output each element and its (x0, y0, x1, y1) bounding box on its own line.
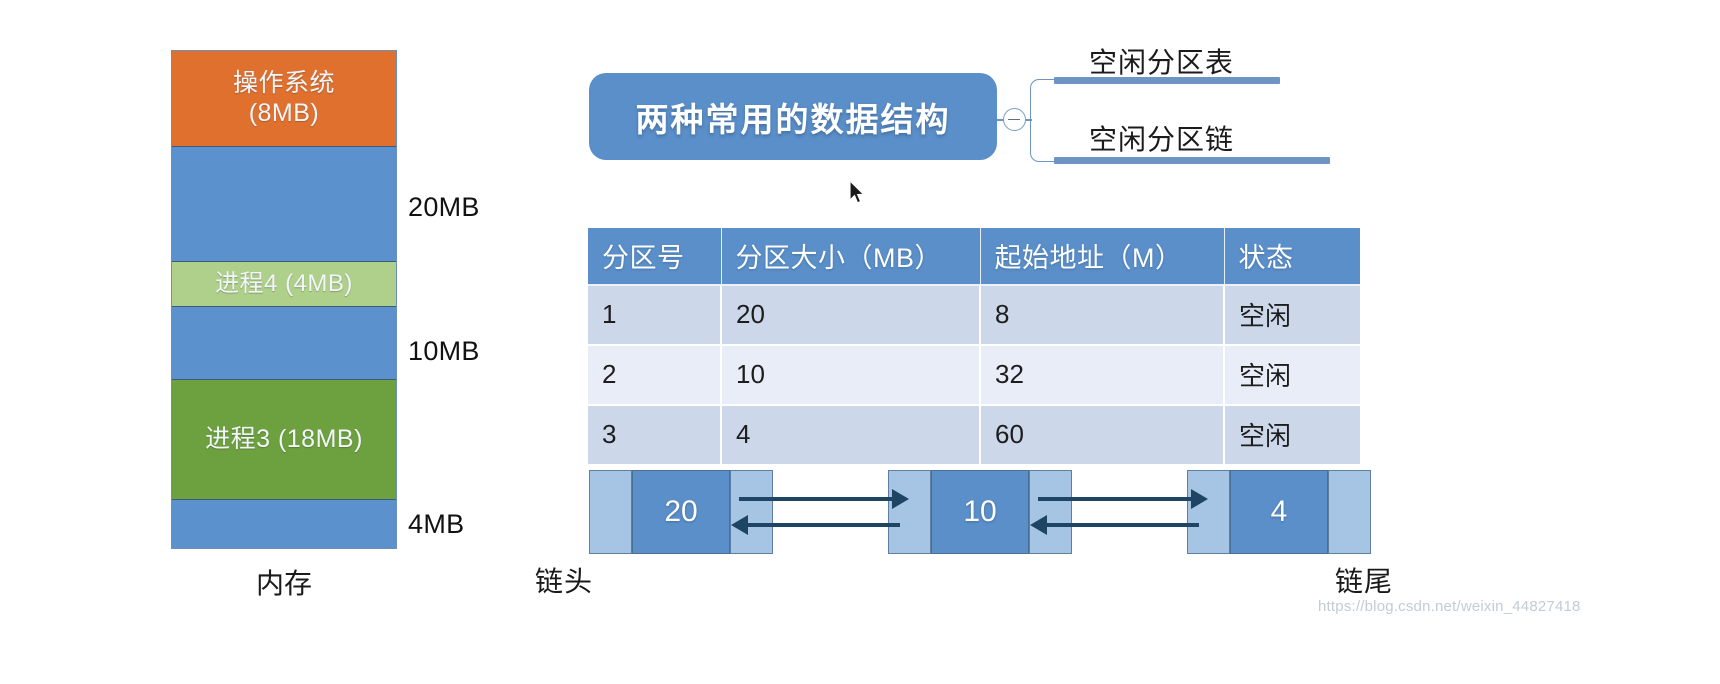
size-label-10mb: 10MB (408, 336, 480, 366)
mindmap-connector-right (1026, 119, 1032, 121)
memory-block-free-1 (172, 147, 396, 262)
node-prev-pointer-cell (589, 470, 632, 554)
cell-partition-size: 20 (721, 285, 981, 346)
node-next-pointer-cell (1328, 470, 1371, 554)
table-row: 2 10 32 空闲 (588, 345, 1360, 406)
cell-partition-size: 10 (721, 345, 981, 406)
linked-list-forward-arrow-2-head (1191, 489, 1208, 509)
memory-block-os: 操作系统 (8MB) (172, 51, 396, 147)
linked-list-forward-arrow-1-head (892, 489, 909, 509)
memory-block-free-3 (172, 500, 396, 548)
table-header-partition-id: 分区号 (588, 228, 722, 286)
node-value-cell: 10 (931, 470, 1029, 554)
mindmap-branch-line-1 (1054, 77, 1280, 84)
linked-list-backward-arrow-2-line (1044, 523, 1199, 527)
table-header-partition-size: 分区大小（MB） (721, 228, 981, 286)
memory-layout-bar: 操作系统 (8MB) 进程4 (4MB) 进程3 (18MB) (171, 50, 397, 549)
table-header-start-address: 起始地址（M） (980, 228, 1225, 286)
memory-block-process4: 进程4 (4MB) (172, 262, 396, 307)
table-header-row: 分区号 分区大小（MB） 起始地址（M） 状态 (588, 228, 1360, 286)
cell-status: 空闲 (1224, 405, 1360, 466)
mindmap-root-node[interactable]: 两种常用的数据结构 (589, 73, 997, 160)
linked-list-backward-arrow-1-head (731, 515, 748, 535)
size-label-4mb: 4MB (408, 509, 465, 539)
mindmap-connector-left (997, 119, 1004, 121)
memory-block-process3: 进程3 (18MB) (172, 380, 396, 500)
linked-list-backward-arrow-1-line (745, 523, 900, 527)
linked-list-node-1: 20 (589, 470, 773, 554)
table-row: 1 20 8 空闲 (588, 285, 1360, 346)
node-prev-pointer-cell (888, 470, 931, 554)
cell-status: 空闲 (1224, 285, 1360, 346)
node-value-cell: 4 (1230, 470, 1328, 554)
watermark-text: https://blog.csdn.net/weixin_44827418 (1318, 598, 1581, 615)
cell-partition-size: 4 (721, 405, 981, 466)
node-next-pointer-cell (1029, 470, 1072, 554)
linked-list-node-3: 4 (1187, 470, 1371, 554)
linked-list-forward-arrow-1-line (739, 497, 894, 501)
linked-list-tail-caption: 链尾 (1335, 566, 1394, 597)
memory-block-free-2 (172, 307, 396, 380)
memory-caption: 内存 (255, 568, 312, 599)
mindmap-branch-bracket (1030, 79, 1055, 162)
linked-list-forward-arrow-2-line (1038, 497, 1193, 501)
cell-partition-id: 1 (588, 285, 722, 346)
size-label-20mb: 20MB (408, 192, 480, 222)
mindmap-branch-label-free-partition-chain[interactable]: 空闲分区链 (1089, 124, 1235, 155)
node-prev-pointer-cell (1187, 470, 1230, 554)
linked-list-node-2: 10 (888, 470, 1072, 554)
cell-status: 空闲 (1224, 345, 1360, 406)
cell-partition-id: 3 (588, 405, 722, 466)
free-partition-table: 分区号 分区大小（MB） 起始地址（M） 状态 1 20 8 空闲 2 10 3… (588, 228, 1360, 466)
cell-start-address: 60 (980, 405, 1225, 466)
mindmap-branch-label-free-partition-table[interactable]: 空闲分区表 (1089, 47, 1235, 78)
node-value-cell: 20 (632, 470, 730, 554)
cell-start-address: 32 (980, 345, 1225, 406)
cell-start-address: 8 (980, 285, 1225, 346)
table-row: 3 4 60 空闲 (588, 405, 1360, 466)
node-next-pointer-cell (730, 470, 773, 554)
cell-partition-id: 2 (588, 345, 722, 406)
table-header-status: 状态 (1224, 228, 1360, 286)
linked-list-backward-arrow-2-head (1030, 515, 1047, 535)
linked-list-head-caption: 链头 (535, 566, 594, 597)
mindmap-branch-line-2 (1054, 157, 1330, 164)
collapse-minus-icon[interactable] (1003, 108, 1026, 131)
